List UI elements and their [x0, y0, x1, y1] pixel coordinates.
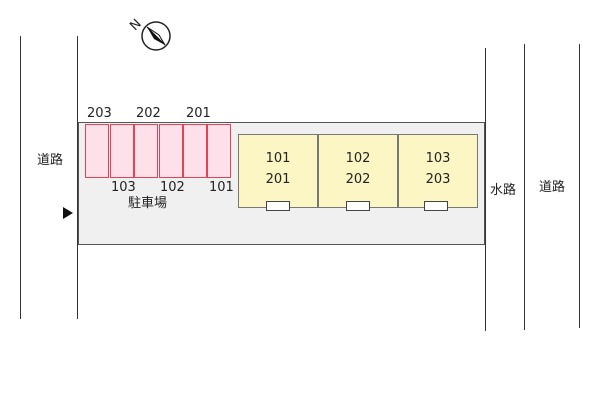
parking-space: [110, 124, 134, 178]
building-unit: 102 202: [318, 134, 398, 208]
parking-space: [85, 124, 109, 178]
parking-number-101: 101: [209, 180, 234, 195]
right-road-label: 道路: [539, 180, 566, 195]
unit-entrance: [266, 201, 290, 211]
parking-space: [207, 124, 231, 178]
unit-number: 101: [265, 151, 291, 166]
parking-number-103: 103: [111, 180, 136, 195]
left-road-label: 道路: [37, 153, 64, 168]
parking-label: 駐車場: [128, 196, 168, 211]
parking-number-102: 102: [160, 180, 185, 195]
parking-space: [134, 124, 158, 178]
north-compass-icon: N: [126, 12, 174, 54]
left-road-inner-line: [77, 36, 78, 319]
unit-number: 103: [425, 151, 451, 166]
entrance-arrow-icon: [63, 207, 73, 219]
left-road-outer-line: [20, 36, 21, 319]
waterway-label: 水路: [490, 183, 517, 198]
right-road-outer-line: [579, 44, 580, 328]
waterway-line: [485, 48, 486, 331]
right-road-inner-line: [524, 44, 525, 330]
unit-number: 102: [345, 151, 371, 166]
parking-number-203: 203: [87, 106, 112, 121]
unit-entrance: [346, 201, 370, 211]
parking-space: [183, 124, 207, 178]
unit-number: 203: [425, 172, 451, 187]
parking-number-201: 201: [186, 106, 211, 121]
building-unit: 103 203: [398, 134, 478, 208]
building-unit: 101 201: [238, 134, 318, 208]
parking-space: [159, 124, 183, 178]
unit-entrance: [424, 201, 448, 211]
unit-number: 201: [265, 172, 291, 187]
parking-number-202: 202: [136, 106, 161, 121]
unit-number: 202: [345, 172, 371, 187]
